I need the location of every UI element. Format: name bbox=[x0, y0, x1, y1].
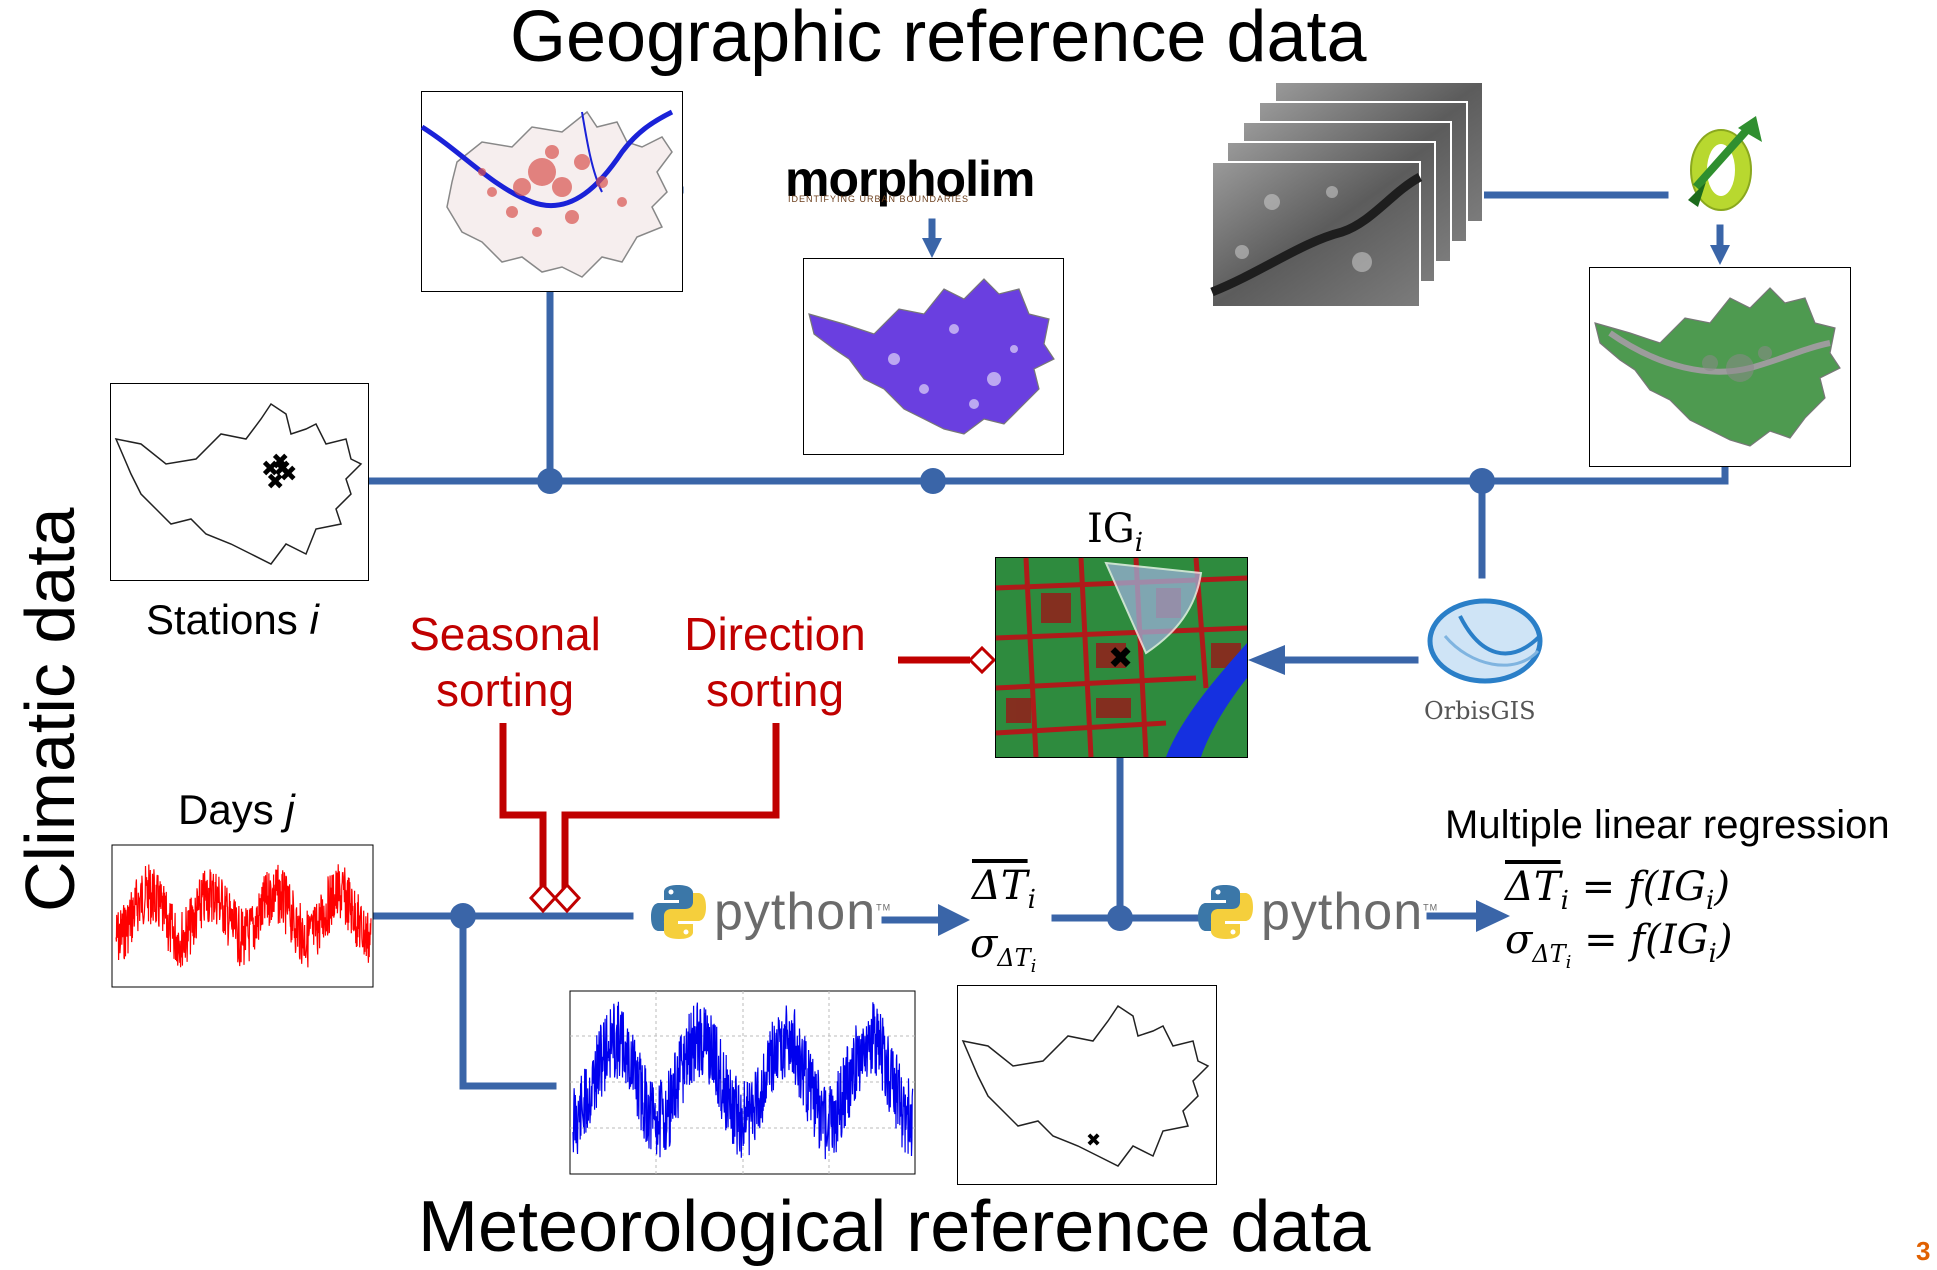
eq1-close: ) bbox=[1714, 864, 1730, 910]
diamond-marker bbox=[528, 882, 558, 914]
meteo-timeseries-svg bbox=[569, 990, 916, 1175]
days-text: Days bbox=[178, 786, 286, 833]
regression-eq-2: σΔTi = f(IGi) bbox=[1505, 917, 1732, 973]
python-snake-icon bbox=[651, 885, 706, 939]
urban-density-map bbox=[420, 91, 683, 292]
svg-text:✖: ✖ bbox=[266, 470, 284, 495]
page-number: 3 bbox=[1916, 1236, 1931, 1266]
morpholim-wordmark: morpholim bbox=[785, 151, 1035, 207]
junction-dot bbox=[450, 903, 476, 929]
meteo-series-line bbox=[572, 1001, 914, 1160]
sigma-symbol: σ bbox=[970, 921, 998, 967]
direction-line-1: Direction bbox=[684, 608, 866, 660]
mlr-label: Multiple linear regression bbox=[1445, 803, 1890, 847]
stations-map-svg: ✖✖✖✖✖ bbox=[114, 402, 363, 565]
stations-text: Stations bbox=[146, 596, 310, 643]
sigma-delta-t: σΔTi bbox=[970, 921, 1036, 977]
direction-line-2: sorting bbox=[705, 664, 845, 716]
satellite-image-stack bbox=[1210, 81, 1484, 308]
svg-text:✖: ✖ bbox=[261, 457, 279, 482]
left-title: Climatic data bbox=[11, 507, 89, 912]
svg-text:✖: ✖ bbox=[1108, 641, 1133, 676]
junction-dot bbox=[1107, 905, 1133, 931]
seasonal-line-1: Seasonal bbox=[409, 608, 601, 660]
urban-boundary-svg bbox=[808, 278, 1055, 435]
morpholim-tagline: IDENTIFYING URBAN BOUNDARIES bbox=[788, 194, 970, 204]
junction-dot bbox=[1469, 468, 1495, 494]
orbisgis-logo: OrbisGIS bbox=[1420, 596, 1550, 726]
python-logo-1: pythonTM bbox=[651, 882, 891, 942]
svg-text:✖: ✖ bbox=[279, 462, 297, 487]
sigma-sub-delta: ΔT bbox=[997, 944, 1031, 972]
single-station-svg: ✖ bbox=[961, 1004, 1210, 1167]
ig-land-use-image: ✖ bbox=[995, 557, 1248, 758]
days-timeseries-svg bbox=[111, 844, 374, 988]
stations-var: i bbox=[309, 596, 319, 643]
satellite-stack-svg bbox=[1210, 81, 1484, 308]
ig-subscript: i bbox=[1134, 528, 1144, 558]
python-tm-1: TM bbox=[876, 902, 892, 913]
eq1-rhs-sub: i bbox=[1706, 886, 1715, 916]
svg-text:✖: ✖ bbox=[1086, 1130, 1101, 1151]
days-var: j bbox=[285, 786, 295, 833]
arrow-head bbox=[1476, 900, 1510, 932]
junction-dot bbox=[537, 468, 563, 494]
days-label: Days j bbox=[178, 786, 295, 834]
ig-text: IG bbox=[1087, 506, 1135, 552]
eq2-rhs: = f(IG bbox=[1571, 917, 1709, 963]
stations-map: ✖✖✖✖✖ bbox=[110, 383, 369, 581]
svg-text:✖: ✖ bbox=[273, 457, 291, 482]
eq1-lhs-sub: i bbox=[1560, 886, 1569, 916]
direction-sorting-label: Direction sorting bbox=[670, 606, 880, 718]
python-text-2: python bbox=[1261, 883, 1424, 941]
delta-t-subscript: i bbox=[1027, 885, 1036, 915]
arrow-head bbox=[1248, 645, 1285, 675]
eq2-close: ) bbox=[1716, 917, 1733, 963]
python-logo-2: pythonTM bbox=[1198, 882, 1438, 942]
single-station-map: ✖ bbox=[957, 985, 1217, 1185]
vegetation-map-svg bbox=[1594, 287, 1841, 447]
junction-dot bbox=[920, 468, 946, 494]
arrow-head bbox=[922, 238, 942, 258]
top-title: Geographic reference data bbox=[510, 0, 1367, 77]
arrow-head bbox=[1710, 245, 1730, 265]
orbisgis-wordmark: OrbisGIS bbox=[1424, 697, 1536, 725]
meteo-timeseries-chart bbox=[553, 988, 918, 1188]
arrow-head bbox=[938, 904, 970, 936]
qgis-logo-svg bbox=[1688, 116, 1762, 211]
python-wordmark-2: pythonTM bbox=[1261, 882, 1438, 942]
svg-text:✖: ✖ bbox=[271, 450, 289, 475]
eq2-rhs-sub: i bbox=[1708, 939, 1717, 969]
ig-land-use-svg: ✖ bbox=[995, 557, 1248, 758]
regression-eq-1: ΔTi = f(IGi) bbox=[1505, 864, 1730, 916]
delta-t-mean: ΔTi bbox=[972, 863, 1036, 915]
qgis-logo-icon bbox=[1676, 112, 1766, 218]
seasonal-line-2: sorting bbox=[435, 664, 575, 716]
bottom-title: Meteorological reference data bbox=[418, 1187, 1371, 1267]
eq1-rhs: = f(IG bbox=[1568, 864, 1707, 910]
python-tm-2: TM bbox=[1423, 902, 1439, 913]
sigma-sub-i: i bbox=[1030, 955, 1037, 977]
eq2-sigma: σ bbox=[1505, 917, 1533, 963]
eq2-sigma-sub: ΔT bbox=[1532, 940, 1566, 968]
diamond-marker bbox=[552, 882, 582, 914]
vegetation-map bbox=[1589, 267, 1851, 467]
ig-label: IGi bbox=[1087, 506, 1143, 558]
eq1-lhs: ΔT bbox=[1505, 864, 1561, 910]
days-timeseries-chart bbox=[110, 844, 375, 990]
stations-label: Stations i bbox=[146, 596, 319, 644]
days-series-line bbox=[115, 864, 372, 968]
urban-density-svg bbox=[420, 109, 674, 278]
eq2-sigma-sub-i: i bbox=[1565, 951, 1572, 973]
orbisgis-emblem-icon bbox=[1427, 598, 1543, 684]
python-text-1: python bbox=[714, 883, 877, 941]
seasonal-sorting-label: Seasonal sorting bbox=[400, 606, 610, 718]
python-wordmark-1: pythonTM bbox=[714, 882, 891, 942]
urban-boundary-map bbox=[803, 258, 1064, 455]
diamond-marker bbox=[967, 645, 997, 675]
python-snake-icon bbox=[1198, 885, 1253, 939]
morpholim-logo: morpholim IDENTIFYING URBAN BOUNDARIES bbox=[785, 150, 1035, 207]
delta-t-symbol: ΔT bbox=[972, 863, 1028, 909]
